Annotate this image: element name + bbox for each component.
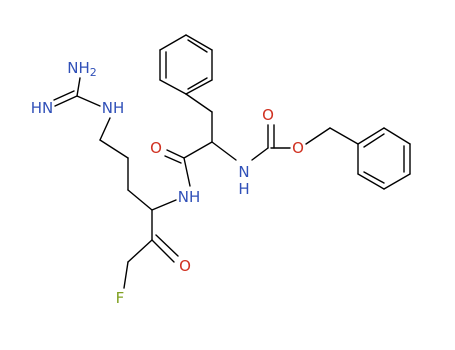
- bond-benzyl-double-3: [363, 171, 385, 184]
- atom-label-carbamate-carbonyl-oxygen: O: [262, 106, 274, 124]
- bond-guanidine-c-imine-2: [53, 90, 75, 101]
- bond-benzyl-double-1: [363, 133, 385, 148]
- bond-guanidine-c-imine-1: [54, 95, 78, 107]
- bond-chain-3: [127, 189, 153, 211]
- bond-amide-co-1: [166, 149, 185, 159]
- atom-label-imine-hn: HN: [31, 99, 54, 117]
- bond-ch2-phenyl: [185, 93, 213, 113]
- atom-label-carbamate-h: H: [238, 180, 249, 198]
- bond-nh-carbamate-c: [251, 147, 269, 161]
- atom-label-carbamate-ester-oxygen: O: [292, 139, 304, 157]
- bond-alpha-amide-nh: [151, 199, 177, 211]
- bond-ch2-benzyl: [329, 127, 359, 145]
- atom-label-nh2: NH2: [67, 59, 97, 79]
- atom-label-amide-oxygen: O: [150, 139, 162, 157]
- bond-ch2-f: [123, 261, 129, 289]
- bond-phenyl-double-2: [187, 39, 208, 53]
- bond-phenyl-ring-1: [159, 79, 187, 95]
- bond-phenyl-ring-6: [185, 79, 213, 95]
- bond-oester-ch2: [305, 127, 331, 145]
- bond-benzyl-ring-5: [357, 173, 385, 190]
- atom-label-guanidine-nh: NH: [102, 99, 125, 117]
- bond-amide-co-2: [164, 155, 182, 164]
- bond-ketone-ch2: [127, 239, 153, 263]
- bond-phenyl-ring-4: [185, 34, 213, 51]
- atom-label-carbamate-n: N: [238, 163, 249, 181]
- bond-nh-ch2-a: [99, 117, 111, 141]
- bond-amide-nh-co: [183, 157, 191, 187]
- atom-label-amide-nh: NH: [178, 188, 201, 206]
- bond-guanidine-c-nh2: [76, 77, 81, 97]
- bond-phe-alpha-nh: [211, 141, 237, 161]
- bond-benzyl-ring-1: [357, 127, 385, 145]
- bond-ketone-co-1: [151, 239, 175, 263]
- atom-label-fluorine: F: [116, 289, 125, 307]
- bond-benzyl-ring-2: [383, 127, 411, 145]
- bond-ketone-co-2: [155, 234, 179, 257]
- bond-amide-phe-alpha: [183, 141, 213, 159]
- bond-phenyl-ring-3: [159, 34, 187, 51]
- bond-benzyl-ring-4: [383, 173, 411, 190]
- bond-lines: [53, 34, 411, 289]
- bond-guanidine-c-nh: [76, 95, 101, 107]
- atom-label-ketone-oxygen: O: [179, 257, 191, 275]
- bond-phenyl-double-3: [187, 77, 208, 90]
- bond-chain-1: [99, 139, 129, 159]
